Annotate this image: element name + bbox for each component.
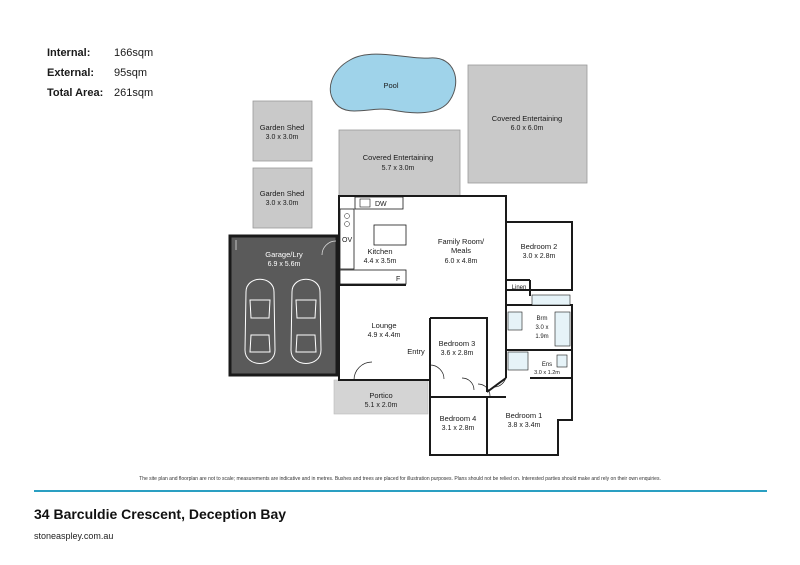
cooktop-burner [344, 221, 350, 227]
lounge-dims: 4.9 x 4.4m [368, 332, 401, 339]
bedroom1-label: Bedroom 1 [506, 411, 543, 420]
total-area-label: Total Area: [47, 87, 104, 99]
internal-area-value: 166sqm [114, 47, 154, 59]
agency-website[interactable]: stoneaspley.com.au [34, 531, 114, 541]
property-address: 34 Barculdie Crescent, Deception Bay [34, 506, 287, 522]
shower [554, 311, 571, 347]
covered-entertaining-small-label: Covered Entertaining [363, 153, 433, 162]
family-dims: 6.0 x 4.8m [445, 258, 478, 265]
garage-dims: 6.9 x 5.6m [268, 261, 301, 268]
garden-shed-2 [252, 167, 313, 229]
pool-label: Pool [383, 81, 398, 90]
car-right [290, 278, 322, 364]
linen-label: Linen [512, 285, 527, 291]
covered-entertaining-large-dims: 6.0 x 6.0m [511, 125, 544, 132]
bedroom2-dims: 3.0 x 2.8m [523, 253, 556, 260]
kitchen-island [373, 224, 407, 246]
kitchen-dims: 4.4 x 3.5m [364, 258, 397, 265]
dishwasher-label: DW [375, 201, 387, 208]
bedroom2-label: Bedroom 2 [521, 242, 558, 251]
vanity [531, 294, 571, 306]
sink [359, 198, 371, 208]
house-walls [338, 195, 573, 456]
fridge-label: F [396, 276, 400, 283]
garden-shed-1 [252, 100, 313, 162]
door-swings [353, 361, 507, 397]
garage-label: Garage/Lry [265, 250, 303, 259]
car-left [244, 278, 276, 364]
garden-shed-1-label: Garden Shed [260, 123, 305, 132]
ensuite-toilet [556, 354, 568, 368]
bedroom3-label: Bedroom 3 [439, 339, 476, 348]
floor-plan: Pool Covered Entertaining 6.0 x 6.0m Cov… [228, 53, 588, 456]
family-label-2: Meals [451, 246, 471, 255]
covered-entertaining-large-label: Covered Entertaining [492, 114, 562, 123]
oven-label: OV [342, 237, 352, 244]
bathtub [507, 311, 523, 331]
entry-label: Entry [407, 347, 425, 356]
bathroom-dims-2: 1.9m [535, 334, 548, 340]
cooktop-burner [344, 213, 350, 219]
disclaimer: The site plan and floorplan are not to s… [139, 476, 661, 482]
internal-area-label: Internal: [47, 47, 91, 59]
garage-door-swing [321, 240, 337, 256]
covered-entertaining-large [467, 64, 588, 184]
garden-shed-2-dims: 3.0 x 3.0m [266, 200, 299, 207]
bedroom4-dims: 3.1 x 2.8m [442, 425, 475, 432]
external-area-value: 95sqm [114, 67, 148, 79]
kitchen-label: Kitchen [367, 247, 392, 256]
ensuite-label: Ens [542, 362, 552, 368]
garage [228, 234, 339, 377]
covered-entertaining-small-dims: 5.7 x 3.0m [382, 165, 415, 172]
ensuite-shower [507, 351, 529, 371]
garden-shed-1-dims: 3.0 x 3.0m [266, 134, 299, 141]
bedroom1-dims: 3.8 x 3.4m [508, 422, 541, 429]
pool [329, 53, 457, 114]
kitchen-bench-bottom [339, 269, 407, 285]
divider-rule [34, 490, 767, 492]
garden-shed-2-label: Garden Shed [260, 189, 305, 198]
total-area-value: 261sqm [114, 87, 154, 99]
portico-dims: 5.1 x 2.0m [365, 402, 398, 409]
bathroom-dims: 3.0 x [535, 325, 548, 331]
bedroom3-dims: 3.6 x 2.8m [441, 350, 474, 357]
covered-entertaining-small [338, 129, 461, 197]
portico-label: Portico [369, 391, 392, 400]
family-label: Family Room/ [438, 237, 485, 246]
lounge-label: Lounge [371, 321, 396, 330]
bedroom4-label: Bedroom 4 [440, 414, 477, 423]
bathroom-label: Brm [537, 316, 548, 322]
external-area-label: External: [47, 67, 95, 79]
ensuite-dims: 3.0 x 1.2m [534, 370, 560, 376]
kitchen-bench-side [339, 208, 355, 270]
portico [333, 379, 429, 415]
